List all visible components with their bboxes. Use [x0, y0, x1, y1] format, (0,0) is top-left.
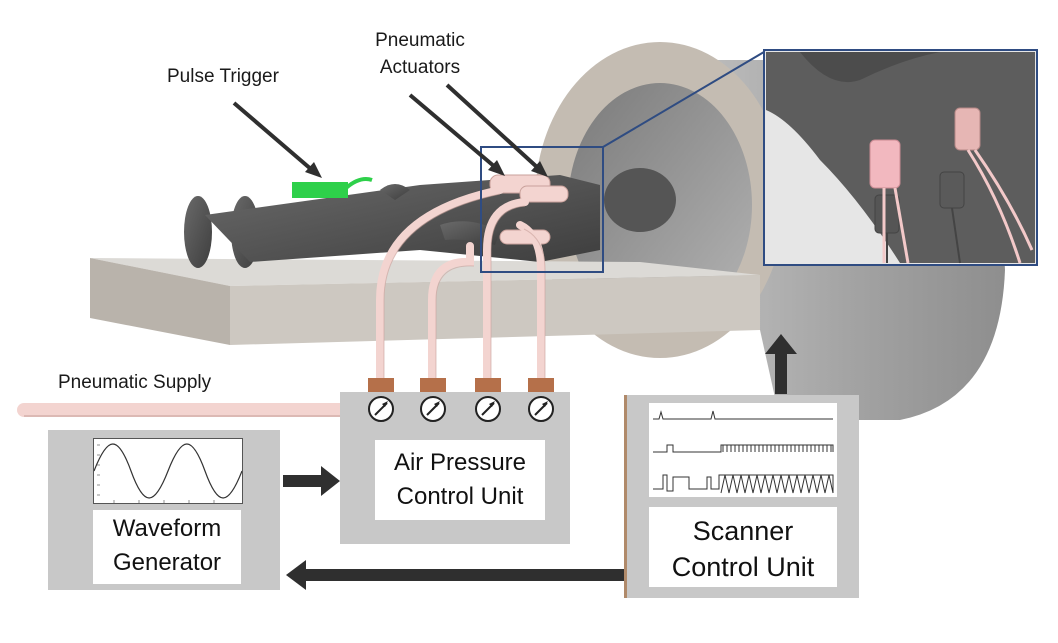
pneumatic-actuators-label-line2: Actuators [379, 57, 461, 78]
chest-highlight-box [480, 146, 604, 273]
pneumatic-actuators-label-line1: Pneumatic [375, 30, 465, 51]
scanner-label-line2: Control Unit [671, 552, 815, 582]
pneumatic-actuators-label: Pneumatic Actuators [365, 27, 475, 81]
pressure-gauge-icon [420, 396, 446, 422]
pulse-trigger-device [292, 177, 373, 198]
pressure-gauge-icon [475, 396, 501, 422]
pressure-gauge-icon [528, 396, 554, 422]
scanner-control-unit: Scanner Control Unit [624, 395, 859, 598]
patient-table [90, 258, 760, 345]
label-arrows [232, 83, 548, 178]
air-pressure-label: Air Pressure Control Unit [375, 440, 545, 520]
valve-connectors [368, 378, 554, 394]
air-label-line1: Air Pressure [393, 449, 527, 476]
pressure-gauge-icon [368, 396, 394, 422]
scanner-label-line1: Scanner [692, 516, 794, 546]
pulse-trigger-label: Pulse Trigger [167, 66, 279, 87]
pressure-gauges [368, 396, 554, 422]
sine-wave-plot [93, 438, 243, 504]
air-pressure-control-unit: Air Pressure Control Unit [340, 392, 570, 544]
actuator-inset-view [763, 49, 1038, 266]
waveform-generator-label: Waveform Generator [93, 510, 241, 584]
pulse-sequence-plot [649, 403, 837, 497]
scanner-control-label: Scanner Control Unit [649, 507, 837, 587]
waveform-generator-unit: Waveform Generator [48, 430, 280, 590]
air-label-line2: Control Unit [396, 483, 524, 510]
pneumatic-tubes [376, 186, 545, 384]
pneumatic-supply-label: Pneumatic Supply [58, 372, 212, 393]
inset-connector-line [602, 51, 765, 148]
waveform-label-line2: Generator [112, 549, 222, 576]
waveform-label-line1: Waveform [112, 515, 222, 542]
flow-arrows [283, 334, 797, 590]
